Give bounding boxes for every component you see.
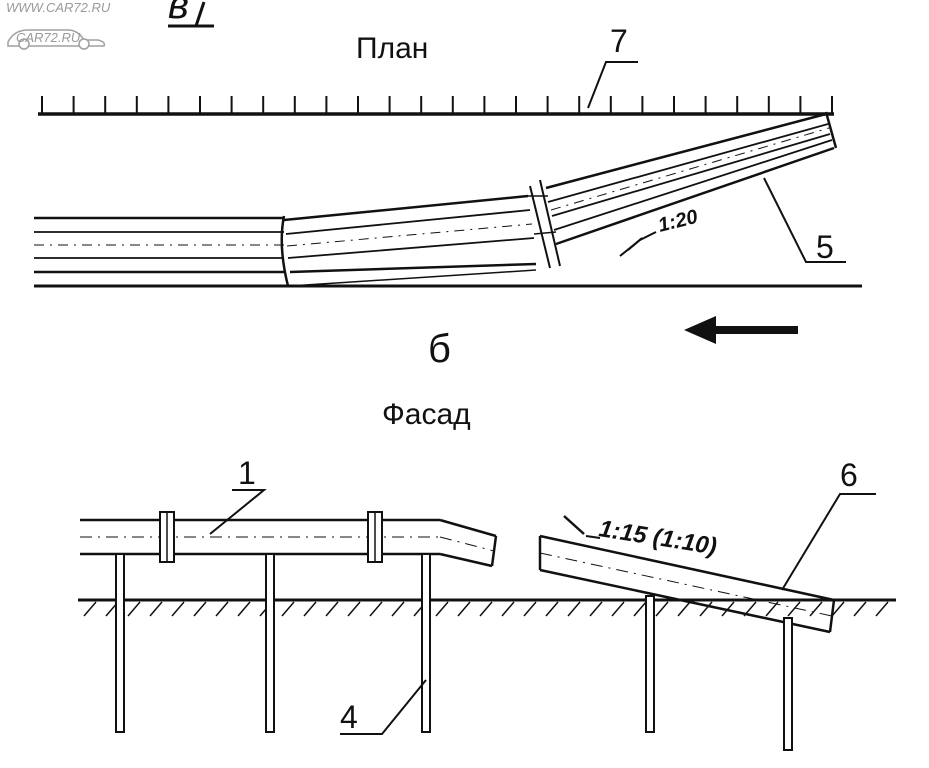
ground-hatch — [853, 601, 867, 617]
ground-hatch — [523, 601, 537, 617]
watermark-line2: CAR72.RU — [16, 30, 81, 45]
slope-arrow-bottom — [563, 515, 585, 535]
ground-hatch — [589, 601, 603, 617]
label-5: 5 — [816, 229, 834, 265]
leader-5 — [763, 177, 846, 263]
ground-hatch — [215, 601, 229, 617]
ground-hatch — [545, 601, 559, 617]
barrier-end-section — [545, 111, 838, 246]
ground-hatch — [325, 601, 339, 617]
ground-hatch — [303, 601, 317, 617]
splice-clamp — [526, 179, 561, 269]
ground-hatch — [567, 601, 581, 617]
ground-hatch — [193, 601, 207, 617]
label-6: 6 — [840, 457, 858, 493]
ground-hatch — [347, 601, 361, 617]
car-wheel-icon — [78, 38, 90, 50]
beam-horizontal — [80, 518, 498, 568]
beam-sloped-end — [538, 534, 836, 634]
ground-hatch — [171, 601, 185, 617]
ground-hatch — [479, 601, 493, 617]
ground-hatch — [787, 601, 801, 617]
ground-hatch — [83, 601, 97, 617]
plan-title: План — [356, 32, 428, 65]
ground-hatch — [149, 601, 163, 617]
ground-hatch — [633, 601, 647, 617]
ground-hatch — [391, 601, 405, 617]
figure-letter-top: в — [168, 0, 189, 27]
slope-arrow-top — [619, 231, 657, 257]
ground-hatch — [655, 601, 669, 617]
label-1: 1 — [238, 455, 256, 491]
ground-hatch — [831, 601, 845, 617]
plan-view: в План 7 — [34, 0, 862, 344]
posts-right — [645, 595, 793, 751]
car-wheel-icon — [18, 38, 30, 50]
ground-hatch — [677, 601, 691, 617]
label-4: 4 — [340, 699, 358, 735]
slope-label-top: 1:20 — [656, 206, 700, 237]
facade-view: б Фасад 1 — [78, 327, 896, 751]
ground-hatch — [457, 601, 471, 617]
edge-ticks — [41, 96, 833, 114]
beam-clamps — [159, 511, 383, 563]
ground-hatch — [281, 601, 295, 617]
label-7: 7 — [610, 23, 628, 59]
ground-hatch — [369, 601, 383, 617]
watermark: WWW.CAR72.RU CAR72.RU — [6, 0, 111, 50]
ground-hatch — [611, 601, 625, 617]
ground-hatch — [699, 601, 713, 617]
ground-hatch — [435, 601, 449, 617]
ground-hatch — [237, 601, 251, 617]
slope-label-bottom: 1:15 (1:10) — [597, 515, 718, 560]
barrier-straight-section — [34, 216, 284, 274]
ground-hatching — [83, 601, 889, 617]
facade-title: Фасад — [382, 398, 471, 431]
watermark-line1: WWW.CAR72.RU — [6, 0, 111, 15]
traffic-direction-arrow-icon — [684, 316, 798, 344]
ground-hatch — [127, 601, 141, 617]
leader-6 — [781, 493, 876, 591]
leader-1 — [209, 489, 267, 535]
figure-letter-bottom: б — [428, 327, 451, 371]
car-logo-icon — [7, 29, 106, 47]
ground-hatch — [501, 601, 515, 617]
ground-hatch — [875, 601, 889, 617]
leader-4 — [340, 679, 427, 735]
barrier-transition-section — [280, 194, 537, 287]
posts-left — [115, 553, 431, 733]
leader-7 — [587, 61, 638, 109]
ground-hatch — [809, 601, 823, 617]
